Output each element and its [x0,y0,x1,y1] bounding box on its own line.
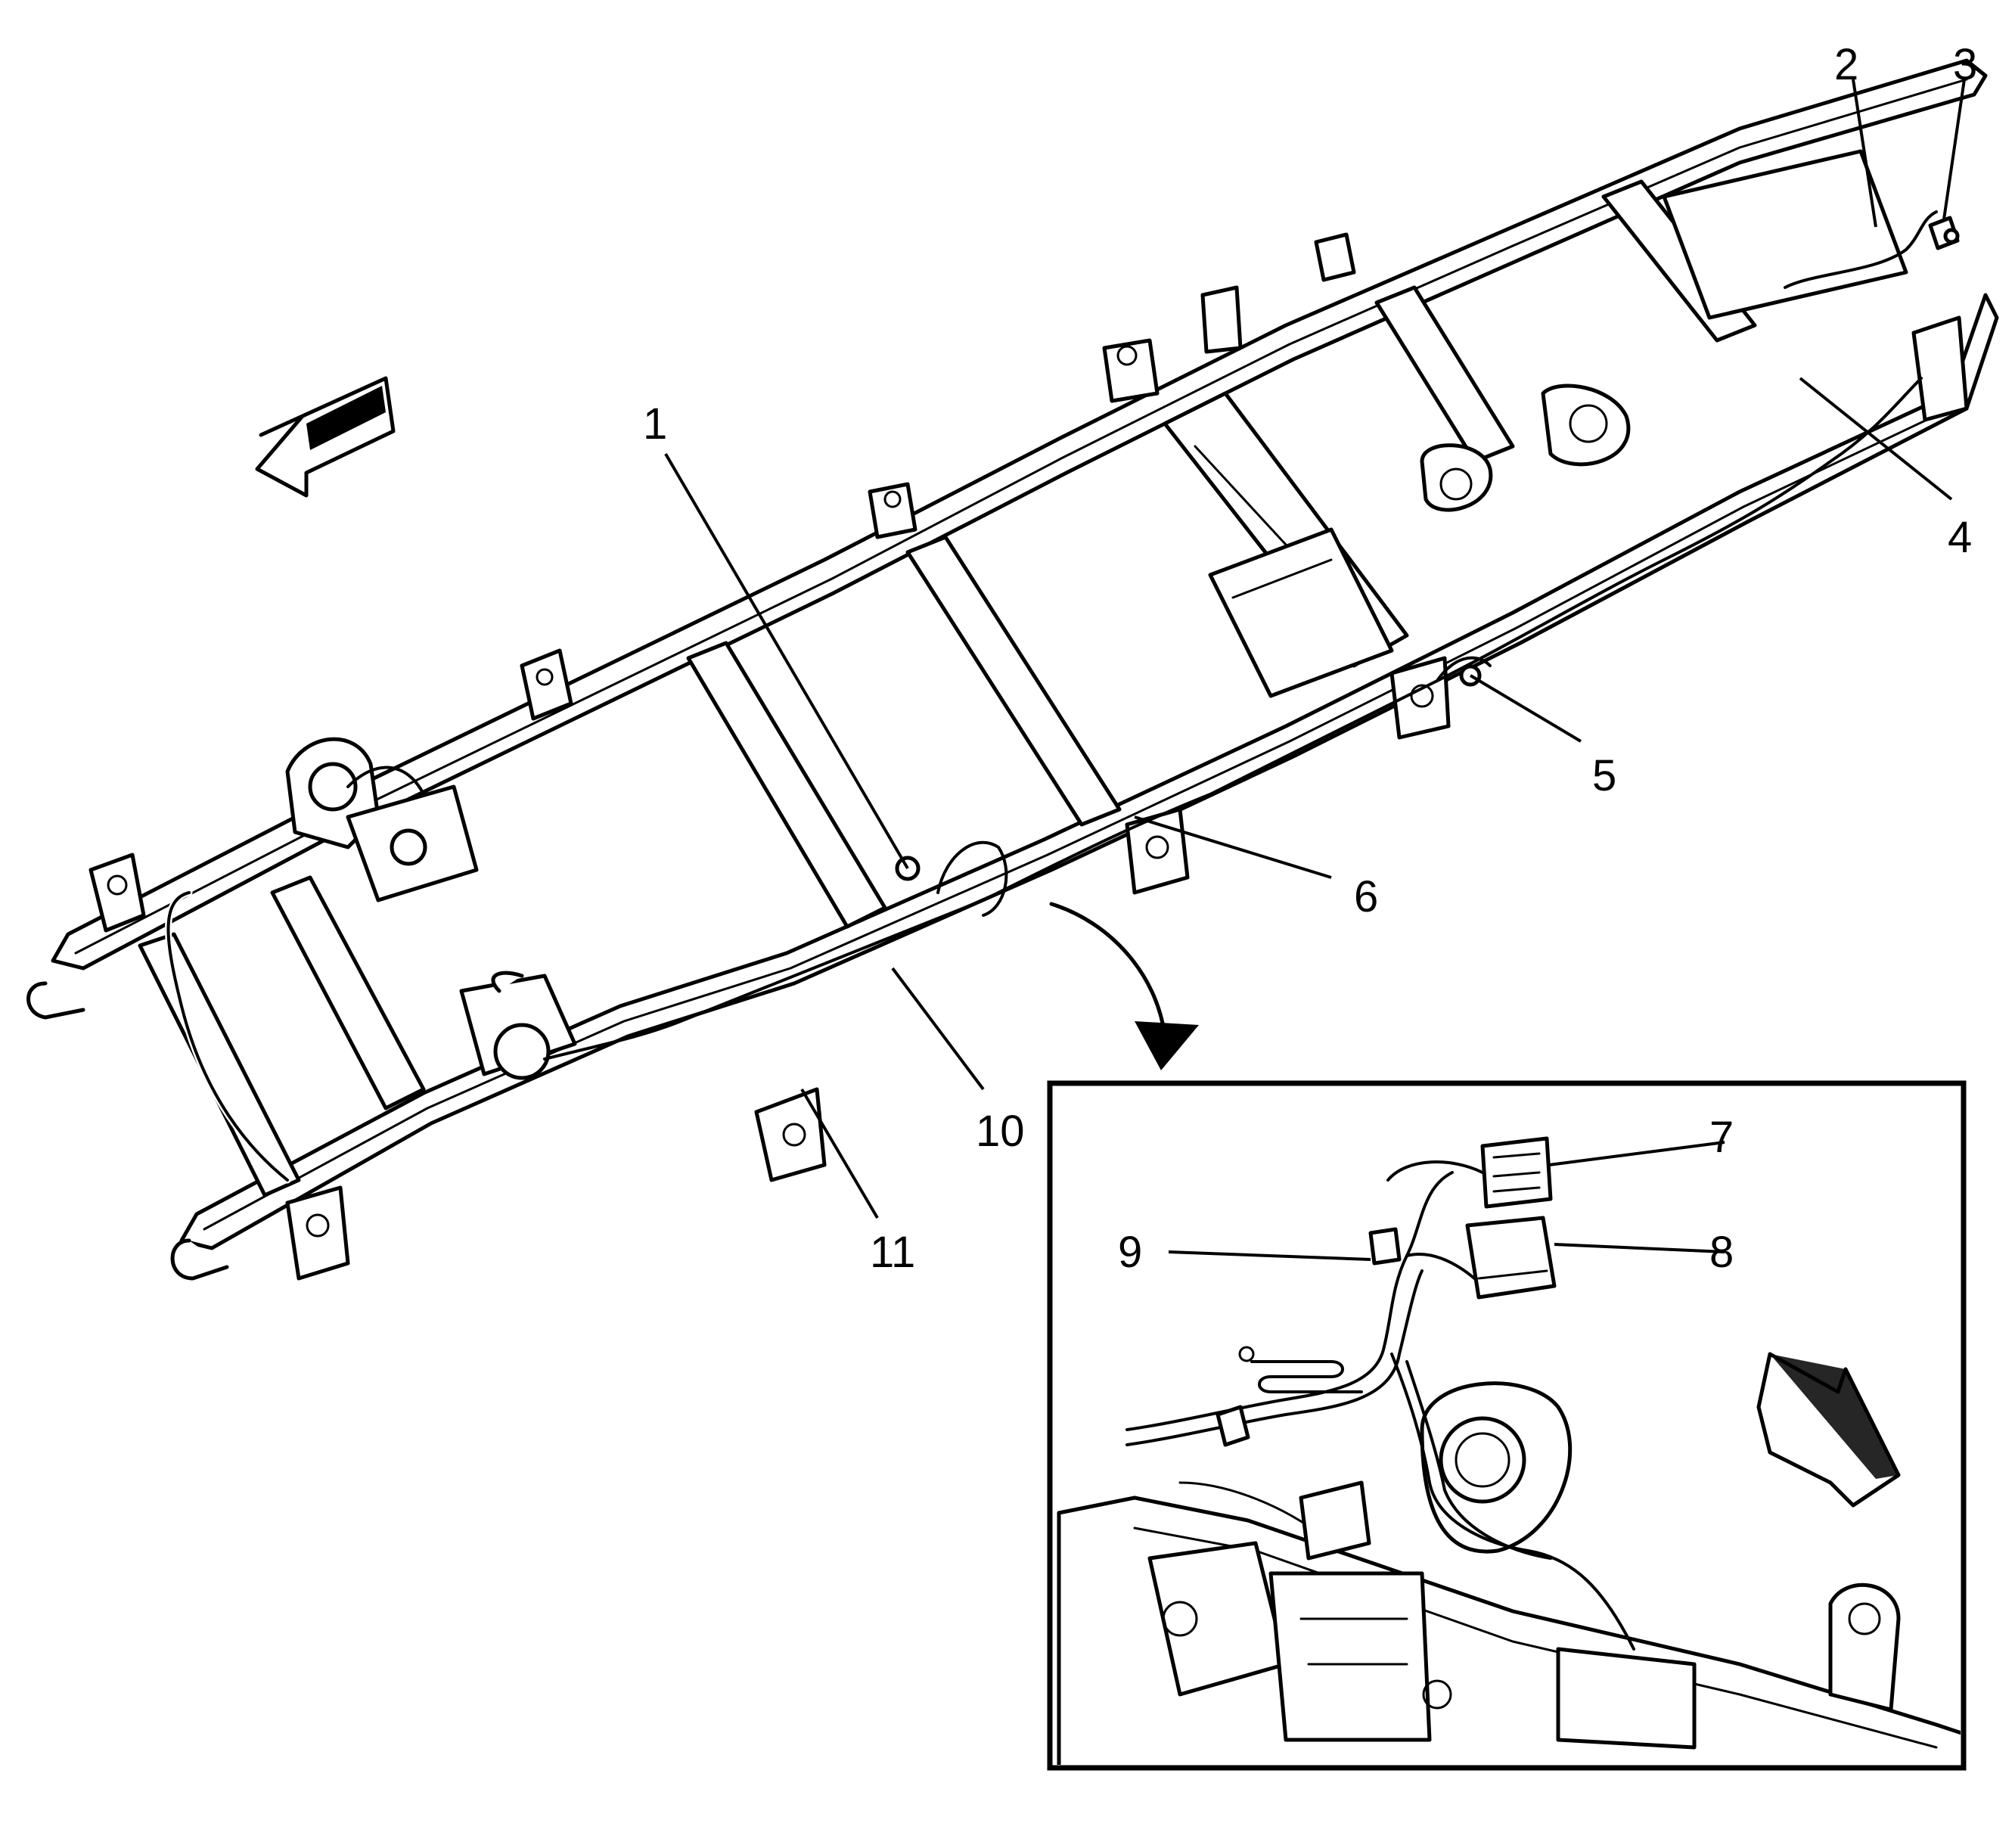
callout-5: 5 [1592,751,1616,800]
chassis-wiring-harness [346,210,1960,1061]
crossmember-2 [686,641,887,929]
front-suspension-upper [285,737,479,902]
vehicle-frame [26,58,1999,1281]
callout-6: 6 [1354,872,1378,921]
crossmember-5 [1374,285,1515,464]
inset-direction-arrow-icon [1756,1352,1901,1508]
callout-11: 11 [870,1228,915,1277]
frame-brackets [88,232,1969,1281]
callout-3: 3 [1953,40,1977,89]
callout-8: 8 [1709,1228,1734,1277]
direction-arrow-forward-icon [255,376,396,498]
front-tow-hooks [26,981,229,1281]
callout-1: 1 [643,399,667,449]
front-crossmember [138,932,301,1197]
callout-9: 9 [1118,1228,1142,1277]
underbody-battery-module [1208,384,1631,698]
left-frame-rail [51,58,1988,971]
callout-10: 10 [976,1107,1025,1156]
callout-2: 2 [1834,40,1858,89]
connector-7 [1480,1136,1553,1209]
callout-7: 7 [1709,1113,1734,1162]
leader-lines [664,79,1966,1219]
inset-detail-view: 7 8 9 [1047,1080,1967,1771]
module-8 [1465,1216,1557,1300]
front-suspension-lower [459,971,577,1080]
crossmember-3 [905,535,1122,827]
callout-4: 4 [1948,513,1972,562]
connector-9 [1368,1227,1402,1266]
